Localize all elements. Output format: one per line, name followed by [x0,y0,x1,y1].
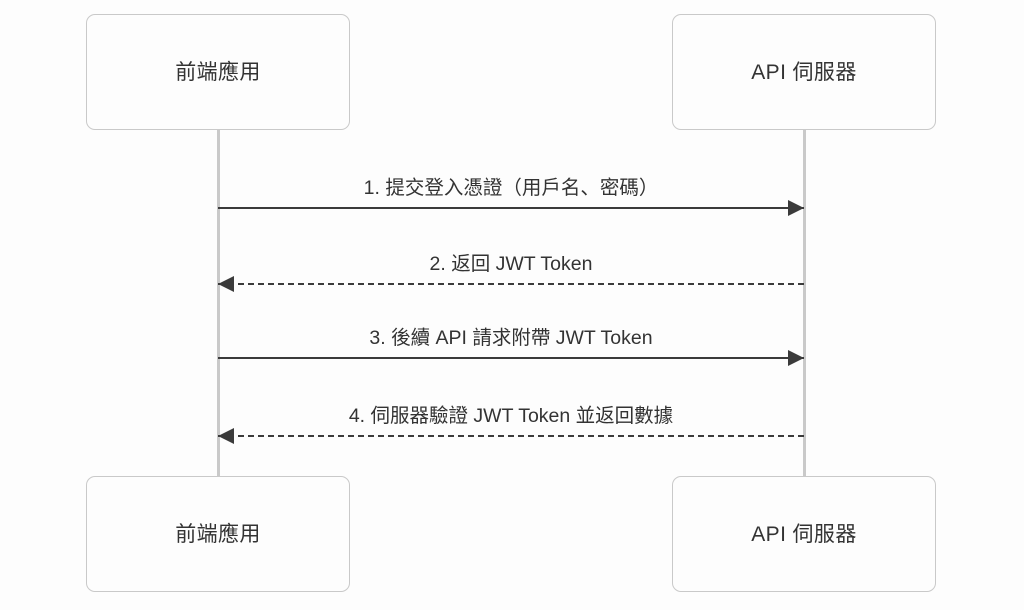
message-2-label: 2. 返回 JWT Token [429,252,593,275]
participant-label-api-bottom: API 伺服器 [751,522,857,546]
message-2-line [218,283,804,285]
participant-box-api-bottom[interactable]: API 伺服器 [672,476,936,592]
participant-label-frontend-bottom: 前端應用 [175,522,261,546]
participant-box-api-top[interactable]: API 伺服器 [672,14,936,130]
arrowhead-left-icon [218,276,234,292]
lifeline-api [803,130,806,477]
participant-label-frontend-top: 前端應用 [175,60,261,84]
message-1-line [218,207,804,209]
message-3-line [218,357,804,359]
arrowhead-left-icon [218,428,234,444]
participant-box-frontend-top[interactable]: 前端應用 [86,14,350,130]
message-1-label: 1. 提交登入憑證（用戶名、密碼） [363,176,659,199]
arrowhead-right-icon [788,350,804,366]
message-3-label: 3. 後續 API 請求附帶 JWT Token [369,326,653,349]
message-4-label: 4. 伺服器驗證 JWT Token 並返回數據 [348,404,674,427]
message-4-line [218,435,804,437]
participant-label-api-top: API 伺服器 [751,60,857,84]
participant-box-frontend-bottom[interactable]: 前端應用 [86,476,350,592]
lifeline-frontend [217,130,220,477]
arrowhead-right-icon [788,200,804,216]
